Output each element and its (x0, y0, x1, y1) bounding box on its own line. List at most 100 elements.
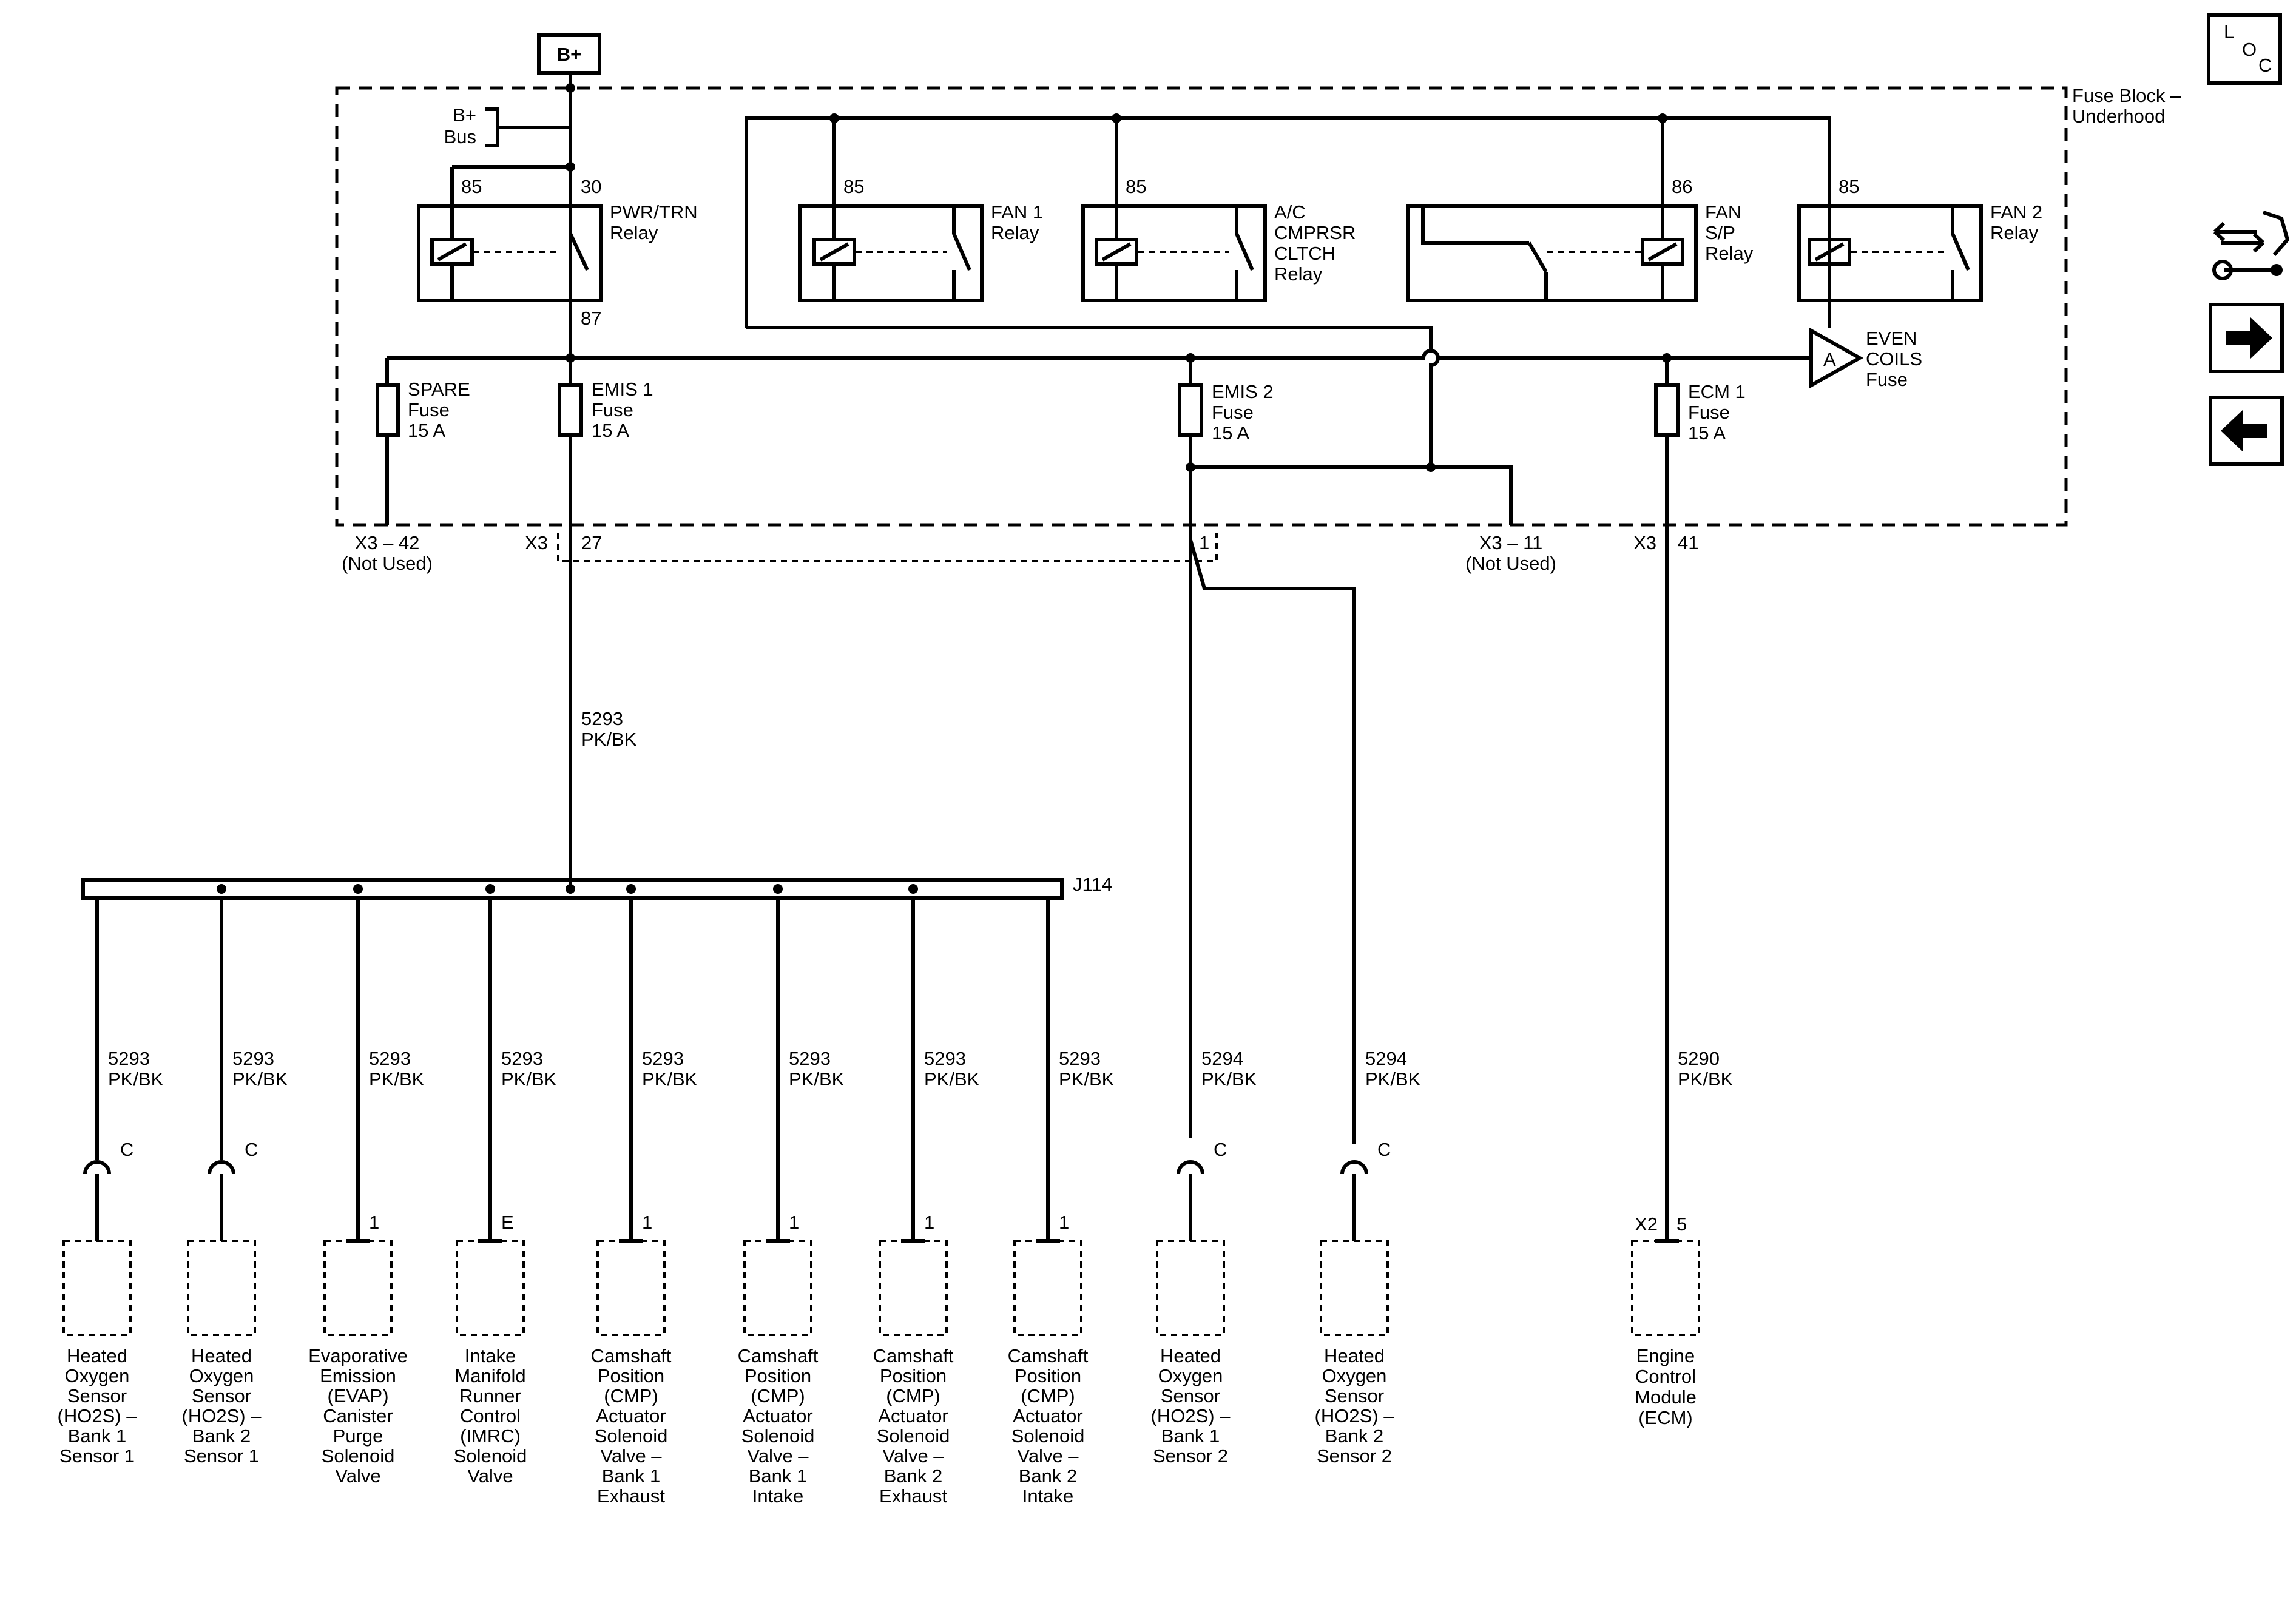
branch-circuit: 5293 (232, 1048, 274, 1069)
component-name-line: Solenoid (1011, 1425, 1085, 1447)
branch-circuit: 5294 (1365, 1048, 1407, 1069)
component-name-line: Bank 2 (884, 1465, 943, 1487)
component-name-line: Bank 2 (192, 1425, 251, 1447)
component-name-line: Canister (323, 1405, 393, 1426)
component-name-line: Bank 1 (749, 1465, 808, 1487)
fan1-relay-label-line2: Relay (991, 222, 1039, 243)
component-name-line: Actuator (743, 1405, 812, 1426)
component-name-line: Solenoid (741, 1425, 815, 1447)
fan2-relay-pin: 85 (1838, 176, 1859, 197)
component-name-line: Valve – (600, 1445, 662, 1467)
branch-color: PK/BK (232, 1068, 288, 1090)
pwr-trn-relay-label-line1: PWR/TRN (610, 201, 698, 223)
pwr-trn-pin-87: 87 (581, 308, 601, 329)
component-name-line: Sensor (1325, 1385, 1384, 1406)
branch-pin: C (1377, 1139, 1391, 1160)
component-name-line: Valve – (1017, 1445, 1079, 1467)
component-name-line: Heated (1160, 1345, 1221, 1366)
ecm-name-line1: Engine (1636, 1345, 1695, 1366)
spare-fuse-label-line2: Fuse (408, 399, 450, 420)
component-box (1156, 1240, 1225, 1336)
x3-27-conn-label: X3 (525, 532, 548, 553)
ecm1-fuse-label-line2: Fuse (1688, 402, 1730, 423)
component-box (456, 1240, 525, 1336)
branch-pin: C (120, 1139, 133, 1160)
branch-7: 5293PK/BK1CamshaftPosition(CMP)ActuatorS… (873, 884, 980, 1507)
component-name-line: Bank 1 (602, 1465, 661, 1487)
component-name-line: Manifold (454, 1365, 525, 1386)
ac-relay-label-line2: CMPRSR (1274, 222, 1356, 243)
junction-dot (626, 884, 636, 894)
component-name-line: Camshaft (591, 1345, 672, 1366)
junction-dot (217, 884, 226, 894)
component-name-line: Sensor (1161, 1385, 1220, 1406)
branch-circuit: 5293 (108, 1048, 150, 1069)
branch-8: 5293PK/BK1CamshaftPosition(CMP)ActuatorS… (1008, 898, 1115, 1507)
branch-circuit: 5294 (1201, 1048, 1243, 1069)
next-page-button[interactable] (2209, 303, 2284, 373)
junction-dot (353, 884, 363, 894)
component-name-line: Oxygen (65, 1365, 130, 1386)
component-name-line: (CMP) (604, 1385, 658, 1406)
fan2-relay-label-line2: Relay (1990, 222, 2039, 243)
component-name-line: Bank 1 (68, 1425, 127, 1447)
component-name-line: Position (598, 1365, 664, 1386)
component-name-line: Purge (333, 1425, 383, 1447)
branch-circuit: 5293 (924, 1048, 966, 1069)
service-tool-icon[interactable] (2212, 211, 2290, 280)
component-name-line: Sensor (67, 1385, 127, 1406)
ecm-wire-color: PK/BK (1678, 1068, 1734, 1090)
ecm-component: 5290 PK/BK X2 5 Engine Control Module (E… (1631, 1048, 1734, 1428)
component-name-line: Oxygen (1322, 1365, 1387, 1386)
branch-pin: C (245, 1139, 258, 1160)
emis1-fuse-label-line2: Fuse (592, 399, 633, 420)
fan-sp-relay-label-line2: S/P (1705, 222, 1735, 243)
emis2-secondary-wire (1189, 539, 1356, 1144)
component-name-line: Camshaft (738, 1345, 819, 1366)
component-name-line: Oxygen (189, 1365, 254, 1386)
emis2-fuse: EMIS 2 Fuse 15 A (1178, 358, 1274, 1138)
component-name-line: Bank 2 (1325, 1425, 1384, 1447)
fan2-relay: 85 FAN 2 Relay (1797, 176, 2042, 302)
ecm-name-line2: Control (1635, 1366, 1696, 1387)
component-name-line: Sensor 1 (184, 1445, 259, 1467)
branch-circuit: 5293 (501, 1048, 543, 1069)
component-name-line: Actuator (878, 1405, 948, 1426)
component-name-line: Solenoid (454, 1445, 527, 1467)
branch-4: 5293PK/BKEIntakeManifoldRunnerControl(IM… (454, 884, 557, 1487)
bus-label-line1: B+ (453, 104, 476, 126)
component-box (1320, 1240, 1389, 1336)
connector-c-symbol (1340, 1160, 1368, 1175)
pwr-trn-relay: 85 30 87 PWR/TRN Relay (417, 165, 698, 358)
component-name-line: Camshaft (873, 1345, 954, 1366)
spare-fuse: SPARE Fuse 15 A (376, 358, 470, 525)
branch-circuit: 5293 (1059, 1048, 1101, 1069)
prev-page-button[interactable] (2209, 396, 2284, 466)
branch-pin: 1 (924, 1212, 934, 1233)
branch-pin: 1 (642, 1212, 652, 1233)
fan1-relay-pin: 85 (843, 176, 864, 197)
fuse-block-label-line1: Fuse Block – (2072, 85, 2181, 106)
component-box (743, 1240, 812, 1336)
branch-pin: 1 (369, 1212, 379, 1233)
connector-c-symbol (208, 1160, 235, 1175)
even-coils-label-line3: Fuse (1866, 369, 1908, 390)
spare-fuse-label-line3: 15 A (408, 420, 445, 441)
branch-5: 5293PK/BK1CamshaftPosition(CMP)ActuatorS… (591, 884, 698, 1507)
component-name-line: Sensor 2 (1317, 1445, 1392, 1467)
x3-11-label-line2: (Not Used) (1465, 553, 1556, 574)
ecm-conn-label: X2 (1635, 1214, 1658, 1235)
junction-dot (566, 83, 575, 93)
loc-box[interactable]: L O C (2207, 13, 2282, 85)
emis2-fuse-label-line3: 15 A (1212, 422, 1249, 444)
fan1-relay: 85 FAN 1 Relay (798, 176, 1043, 302)
x3-41-conn-label: X3 (1633, 532, 1656, 553)
emis1-fuse: EMIS 1 Fuse 15 A (558, 358, 653, 886)
branch-color: PK/BK (1365, 1068, 1421, 1090)
component-name-line: Valve – (747, 1445, 809, 1467)
emis1-fuse-label-line1: EMIS 1 (592, 379, 653, 400)
x3-42-label-line2: (Not Used) (342, 553, 433, 574)
main-wire-circuit: 5293 (581, 708, 623, 729)
